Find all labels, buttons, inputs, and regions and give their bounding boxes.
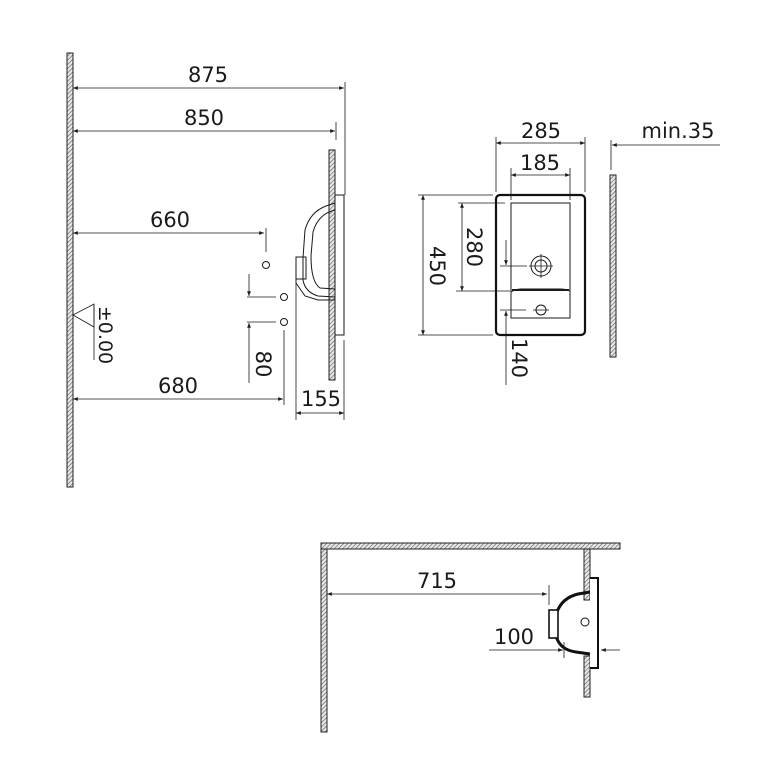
- dim-185-label: 185: [520, 151, 560, 175]
- basin-bowl: [510, 202, 571, 293]
- basin-outer: [494, 193, 587, 337]
- dim-min35-label: min.35: [642, 119, 715, 143]
- dim-850-label: 850: [184, 106, 224, 130]
- top-right-wall-lower: [583, 655, 591, 698]
- left-wall: [66, 52, 74, 488]
- top-view: 715 100: [320, 542, 621, 733]
- dim-875-label: 875: [188, 63, 228, 87]
- dim-100-label: 100: [494, 625, 534, 649]
- dim-140-label: 140: [507, 338, 531, 378]
- dim-280-label: 280: [462, 227, 486, 267]
- dim-715-label: 715: [417, 569, 457, 593]
- dim-80-label: 80: [251, 351, 275, 378]
- dim-450-label: 450: [425, 246, 449, 286]
- basin-top-profile: [548, 577, 599, 669]
- top-right-wall-upper: [583, 548, 591, 601]
- dim-680-label: 680: [158, 374, 198, 398]
- front-view: 285 185 450 280 140 min.35: [418, 119, 720, 385]
- mounting-wall: [328, 149, 336, 381]
- top-wall: [320, 542, 621, 550]
- dim-285-label: 285: [521, 119, 561, 143]
- dim-155-label: 155: [301, 387, 341, 411]
- fixing-hole-mid: [280, 293, 288, 301]
- side-view: 875 850 660 80 ±0.00 680 155: [66, 52, 346, 488]
- top-left-wall: [320, 548, 328, 733]
- fixing-hole-top: [262, 261, 270, 269]
- dim-660-label: 660: [150, 208, 190, 232]
- fixing-hole-bottom: [280, 318, 288, 326]
- basin-side-profile: [295, 194, 345, 336]
- side-wall: [609, 174, 617, 358]
- level-label: ±0.00: [94, 306, 116, 364]
